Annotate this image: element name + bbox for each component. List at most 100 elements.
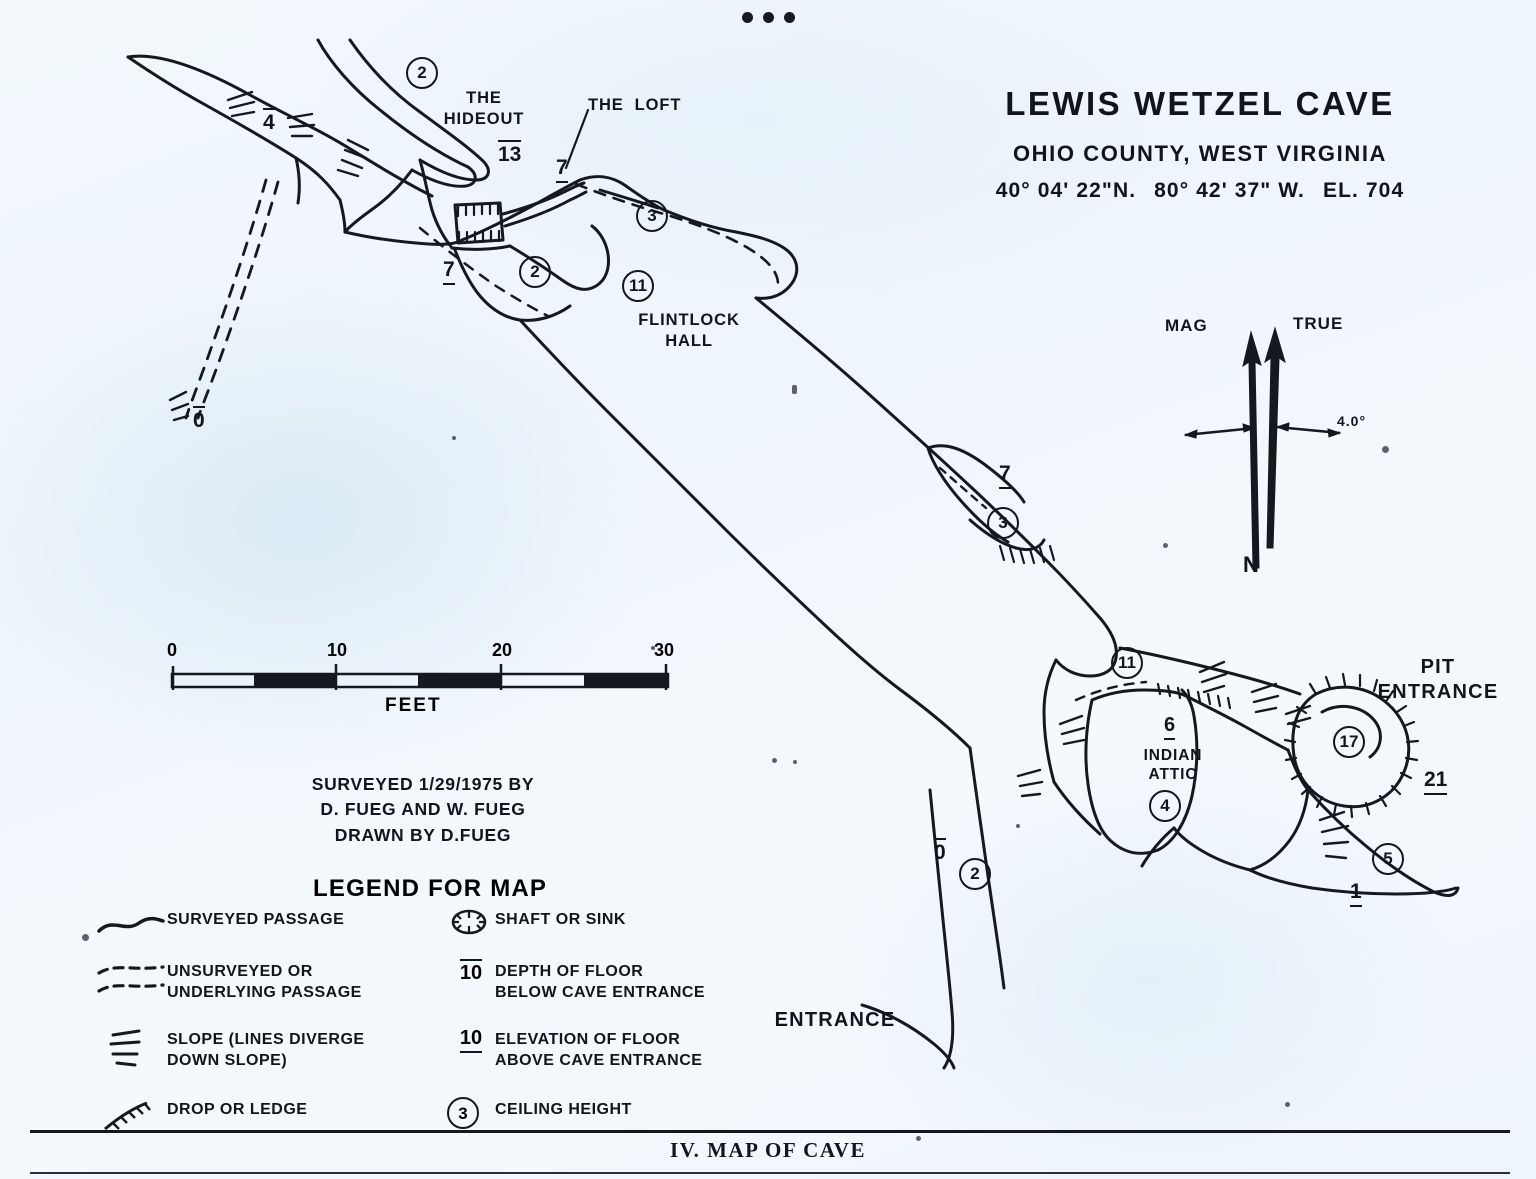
ceiling-height-marker: 3 (987, 507, 1019, 539)
legend-item-surveyed-passage: SURVEYED PASSAGE (95, 907, 344, 947)
depth-value: 4 (263, 108, 275, 135)
drawn-by-line: DRAWN BY D.FUEG (334, 824, 512, 845)
scan-speckle (452, 436, 456, 440)
elevation-of-floor-icon: 10 (447, 1027, 495, 1067)
depth-value: 0 (934, 838, 946, 865)
dot-icon (783, 12, 795, 23)
elevation-above-entrance-marker: 6 (1164, 714, 1176, 740)
page-title: LEWIS WETZEL CAVE (1005, 85, 1395, 122)
cave-coordinates: 40° 04' 22"N. 80° 42' 37" W. EL. 704 (900, 179, 1500, 203)
elevation-above-entrance-marker: 7 (556, 156, 568, 183)
top-dots-marker (0, 10, 1536, 28)
unsurveyed-passage-icon (95, 959, 167, 999)
footer-divider (30, 1130, 1510, 1133)
scale-bar: 0 10 20 30 (166, 640, 674, 701)
scan-speckle (793, 760, 797, 764)
scan-speckle (792, 385, 797, 394)
ceiling-height-marker: 11 (1111, 647, 1143, 679)
depth-value: 13 (498, 140, 522, 167)
elevation-value: 6 (1164, 714, 1176, 740)
scan-speckle (651, 646, 655, 650)
elevation-value: 1 (1350, 880, 1362, 907)
scale-tick: 10 (326, 640, 348, 660)
depth-below-entrance-marker: 4 (263, 108, 275, 135)
compass-needles-icon (1183, 326, 1342, 569)
elevation-value: EL. 704 (1322, 179, 1405, 202)
legend-label: ELEVATION OF FLOOR ABOVE CAVE ENTRANCE (495, 1031, 703, 1070)
scan-speckle (1163, 543, 1168, 548)
ceiling-height-marker: 2 (406, 57, 438, 89)
legend-label: SHAFT OR SINK (495, 911, 626, 928)
latitude-value: 40° 04' 22"N. (995, 179, 1137, 202)
compass-mag-label: MAG (1165, 316, 1208, 335)
legend-item-ceiling-height: 3 CEILING HEIGHT (447, 1097, 632, 1137)
depth-value: 10 (459, 959, 483, 985)
scale-tick: 20 (491, 640, 513, 660)
compass-rose: MAG TRUE 4.0° N (1165, 300, 1405, 600)
scale-bar-graphic (170, 664, 670, 690)
ceiling-height-marker: 2 (519, 256, 551, 288)
surveyed-line: SURVEYED 1/29/1975 BY (311, 774, 535, 794)
footer-bottom-divider (30, 1172, 1510, 1174)
map-label-flintlock-hall: FLINTLOCK HALL (638, 311, 740, 350)
dot-icon (762, 12, 774, 23)
surveyed-passage-icon (95, 907, 167, 947)
scan-speckle (82, 934, 89, 941)
depth-of-floor-icon: 10 (447, 959, 495, 999)
ceiling-height-icon: 3 (447, 1097, 495, 1137)
legend-label: SURVEYED PASSAGE (167, 911, 345, 928)
compass-true-label: TRUE (1293, 314, 1344, 333)
legend-label: DEPTH OF FLOOR BELOW CAVE ENTRANCE (495, 963, 706, 1002)
elevation-value: 10 (459, 1027, 483, 1053)
legend-item-elevation-of-floor: 10 ELEVATION OF FLOOR ABOVE CAVE ENTRANC… (447, 1027, 702, 1071)
elevation-value: 7 (443, 258, 455, 285)
drop-or-ledge-icon (95, 1097, 167, 1137)
depth-below-entrance-marker: 0 (193, 406, 205, 433)
legend-label: UNSURVEYED OR UNDERLYING PASSAGE (167, 963, 362, 1002)
legend-item-unsurveyed-passage: UNSURVEYED OR UNDERLYING PASSAGE (95, 959, 362, 1003)
elevation-above-entrance-marker: 1 (1350, 880, 1362, 907)
title-block: LEWIS WETZEL CAVE OHIO COUNTY, WEST VIRG… (900, 85, 1500, 203)
scan-speckle (916, 1136, 921, 1141)
elevation-value: 21 (1424, 768, 1448, 795)
scale-tick: 30 (653, 640, 675, 660)
map-label-indian-attic: INDIAN ATTIC (1143, 747, 1203, 784)
compass-north-label: N (1243, 552, 1260, 577)
survey-credits: SURVEYED 1/29/1975 BY D. FUEG AND W. FUE… (283, 772, 563, 848)
map-label-the-loft: THE LOFT (588, 96, 682, 114)
legend-title: LEGEND FOR MAP (313, 875, 548, 902)
map-label-pit-entrance: PIT ENTRANCE (1377, 656, 1499, 703)
depth-below-entrance-marker: 0 (934, 838, 946, 865)
elevation-above-entrance-marker: 7 (443, 258, 455, 285)
map-label-the-hideout: THE HIDEOUT (443, 89, 525, 128)
depth-below-entrance-marker: 13 (498, 140, 522, 167)
surveyors-line: D. FUEG AND W. FUEG (320, 799, 526, 820)
scan-speckle (772, 758, 777, 763)
elevation-above-entrance-marker: 7 (999, 462, 1011, 489)
legend-item-shaft-or-sink: SHAFT OR SINK (447, 907, 626, 947)
ceiling-height-marker: 17 (1333, 726, 1365, 758)
compass-declination-value: 4.0° (1337, 413, 1367, 429)
elevation-above-entrance-marker: 21 (1424, 768, 1448, 795)
footer-caption: IV. MAP OF CAVE (670, 1138, 866, 1162)
depth-value: 0 (193, 406, 205, 433)
ceiling-value: 3 (447, 1097, 479, 1129)
scan-speckle (1382, 446, 1389, 453)
ceiling-height-marker: 5 (1372, 843, 1404, 875)
ceiling-height-marker: 3 (636, 200, 668, 232)
elevation-value: 7 (999, 462, 1011, 489)
scale-tick-labels: 0 10 20 30 (166, 640, 674, 662)
legend-item-drop-or-ledge: DROP OR LEDGE (95, 1097, 307, 1137)
elevation-value: 7 (556, 156, 568, 183)
legend-label: SLOPE (LINES DIVERGE DOWN SLOPE) (167, 1031, 365, 1070)
ceiling-height-marker: 4 (1149, 790, 1181, 822)
legend-label: CEILING HEIGHT (495, 1101, 632, 1118)
legend-item-slope: SLOPE (LINES DIVERGE DOWN SLOPE) (95, 1027, 365, 1071)
map-label-entrance: ENTRANCE (774, 1009, 896, 1031)
longitude-value: 80° 42' 37" W. (1154, 179, 1305, 202)
shaft-or-sink-icon (447, 907, 495, 947)
slope-icon (95, 1027, 167, 1067)
scale-tick: 0 (166, 640, 178, 660)
cave-location: OHIO COUNTY, WEST VIRGINIA (1012, 141, 1388, 166)
